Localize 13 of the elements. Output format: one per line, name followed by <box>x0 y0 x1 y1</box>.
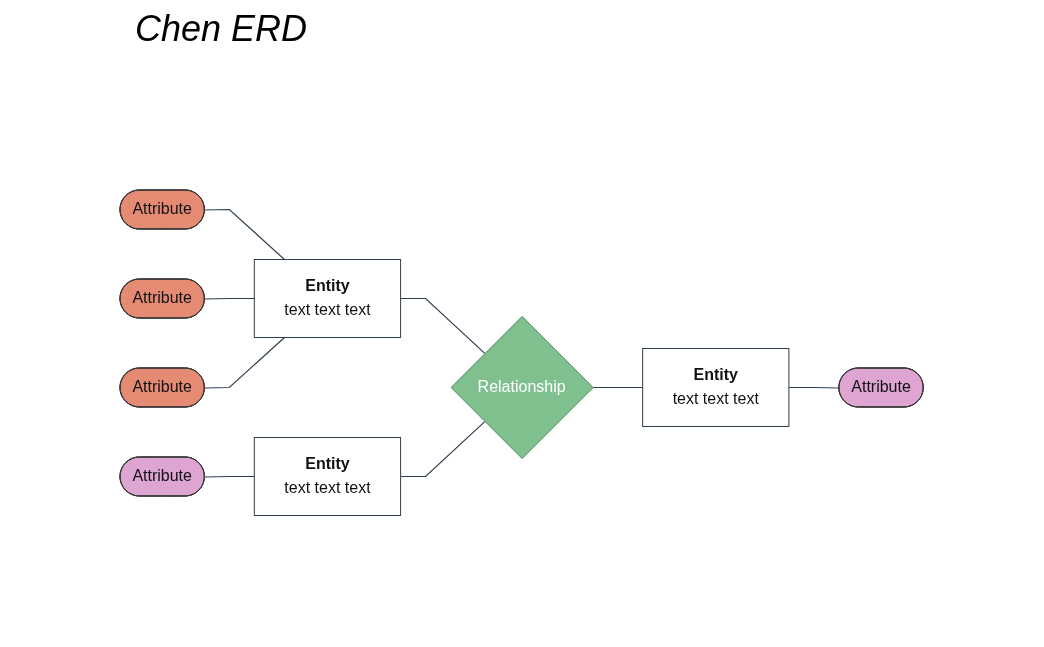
node-box: Entity text text text <box>254 436 402 516</box>
diagram-title: Chen ERD <box>135 8 308 50</box>
connector <box>204 336 286 389</box>
connector <box>400 297 486 354</box>
connector <box>400 420 486 477</box>
connector <box>204 208 286 260</box>
node-box: Entity text text text <box>254 258 402 338</box>
connector <box>204 475 256 478</box>
connector <box>592 386 644 388</box>
node-box: Entity text text text <box>642 347 790 427</box>
connector <box>788 386 841 389</box>
connector <box>204 297 256 300</box>
node-diamond: Relationship <box>450 315 594 459</box>
